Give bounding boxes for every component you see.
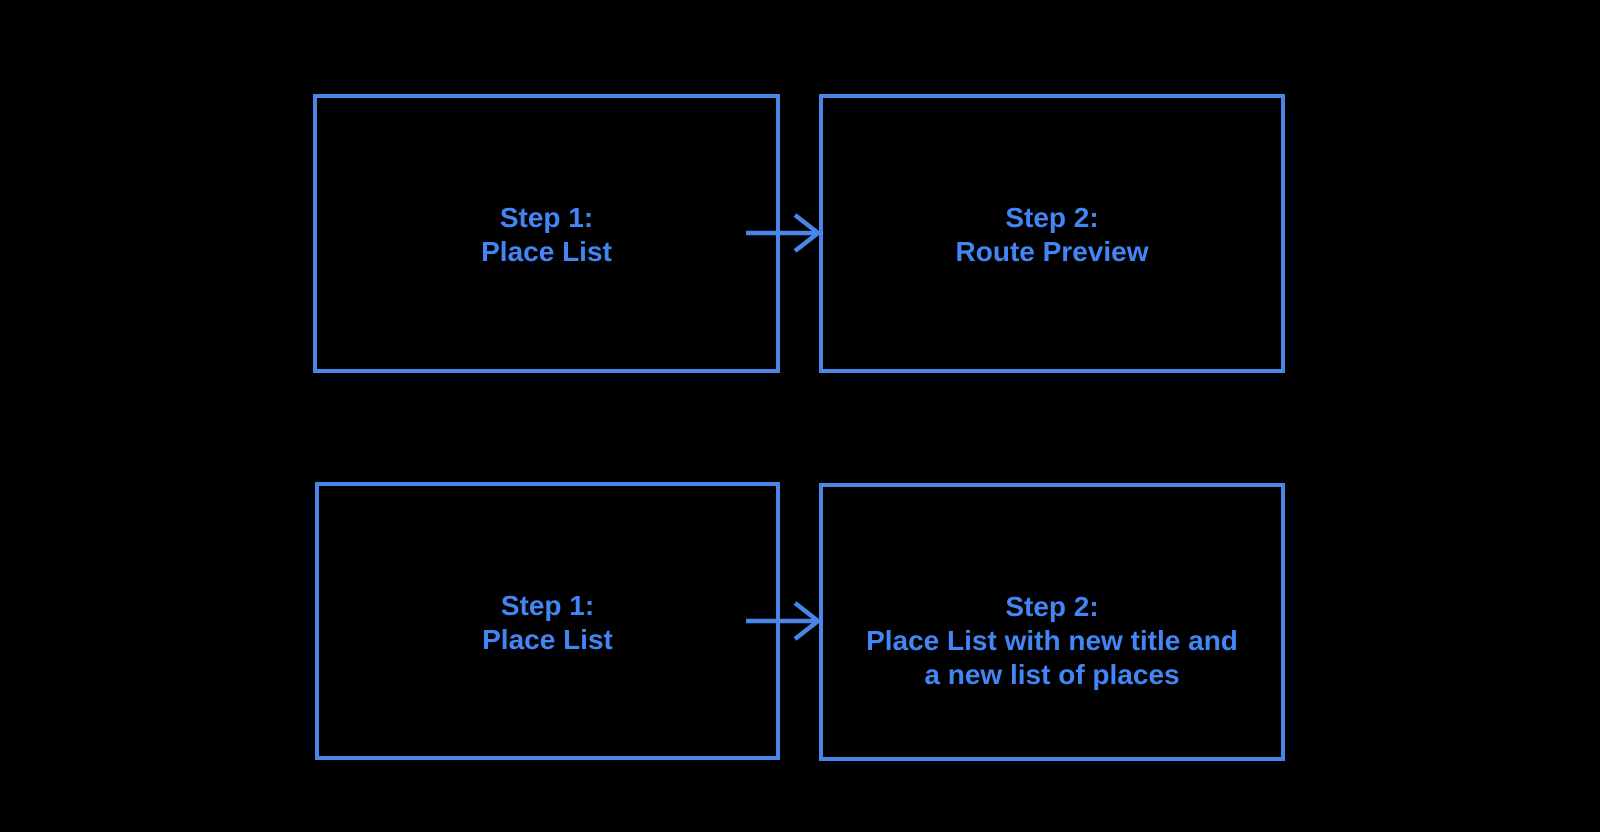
arrow-right-icon — [746, 601, 822, 641]
step-box-label: Step 1: Place List — [481, 202, 612, 267]
step-box-label: Step 2: Route Preview — [955, 202, 1149, 267]
step-box-row2-step1: Step 1: Place List — [315, 482, 780, 760]
step-box-row1-step1: Step 1: Place List — [313, 94, 780, 373]
step-box-row1-step2: Step 2: Route Preview — [819, 94, 1285, 373]
step-box-row2-step2: Step 2: Place List with new title and a … — [819, 483, 1285, 761]
step-box-label: Step 1: Place List — [482, 590, 613, 655]
step-box-label: Step 2: Place List with new title and a … — [866, 591, 1238, 690]
arrow-right-icon — [746, 213, 822, 253]
